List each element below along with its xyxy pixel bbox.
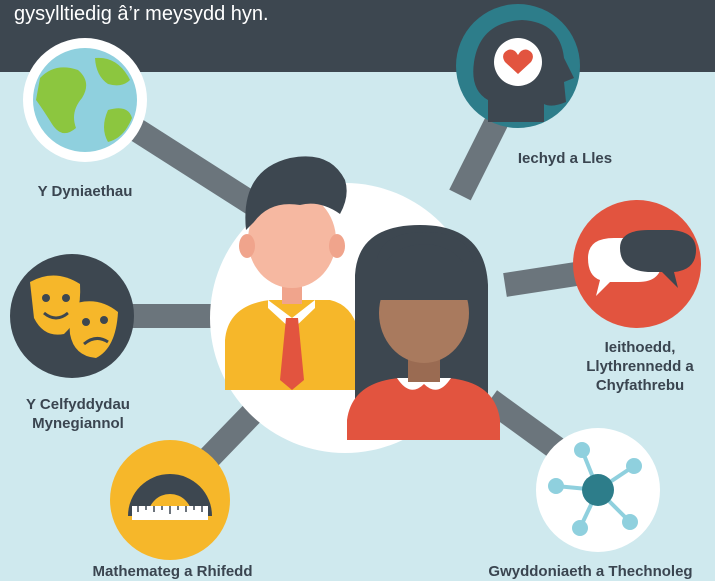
label-humanities: Y Dyniaethau (20, 182, 150, 201)
speech-bubbles-icon (573, 200, 701, 328)
label-line: Ieithoedd, (604, 339, 676, 356)
theatre-masks-icon (10, 254, 134, 378)
label-line: Mynegiannol (32, 415, 124, 432)
globe-icon (23, 38, 147, 162)
label-line: Chyfathrebu (595, 377, 685, 394)
label-line: Y Dyniaethau (37, 183, 133, 200)
boy-figure (225, 156, 358, 390)
label-line: Mathemateg a Rhifedd (92, 563, 253, 580)
label-science: Gwyddoniaeth a Thechnoleg (468, 562, 713, 581)
label-maths: Mathemateg a Rhifedd (60, 562, 285, 581)
label-line: Y Celfyddydau (26, 396, 130, 413)
head-heart-icon (456, 4, 580, 128)
header-text: gysylltiedig â’r meysydd hyn. (14, 3, 269, 25)
label-health: Iechyd a Lles (505, 149, 625, 168)
molecule-icon (536, 428, 660, 552)
label-line: Iechyd a Lles (517, 150, 613, 167)
girl-figure (347, 225, 500, 440)
label-languages: Ieithoedd, Llythrennedd a Chyfathrebu (565, 338, 715, 395)
label-line: Gwyddoniaeth a Thechnoleg (488, 563, 693, 580)
label-expressive-arts: Y Celfyddydau Mynegiannol (8, 395, 148, 433)
protractor-icon (110, 440, 230, 560)
label-line: Llythrennedd a (586, 358, 694, 375)
